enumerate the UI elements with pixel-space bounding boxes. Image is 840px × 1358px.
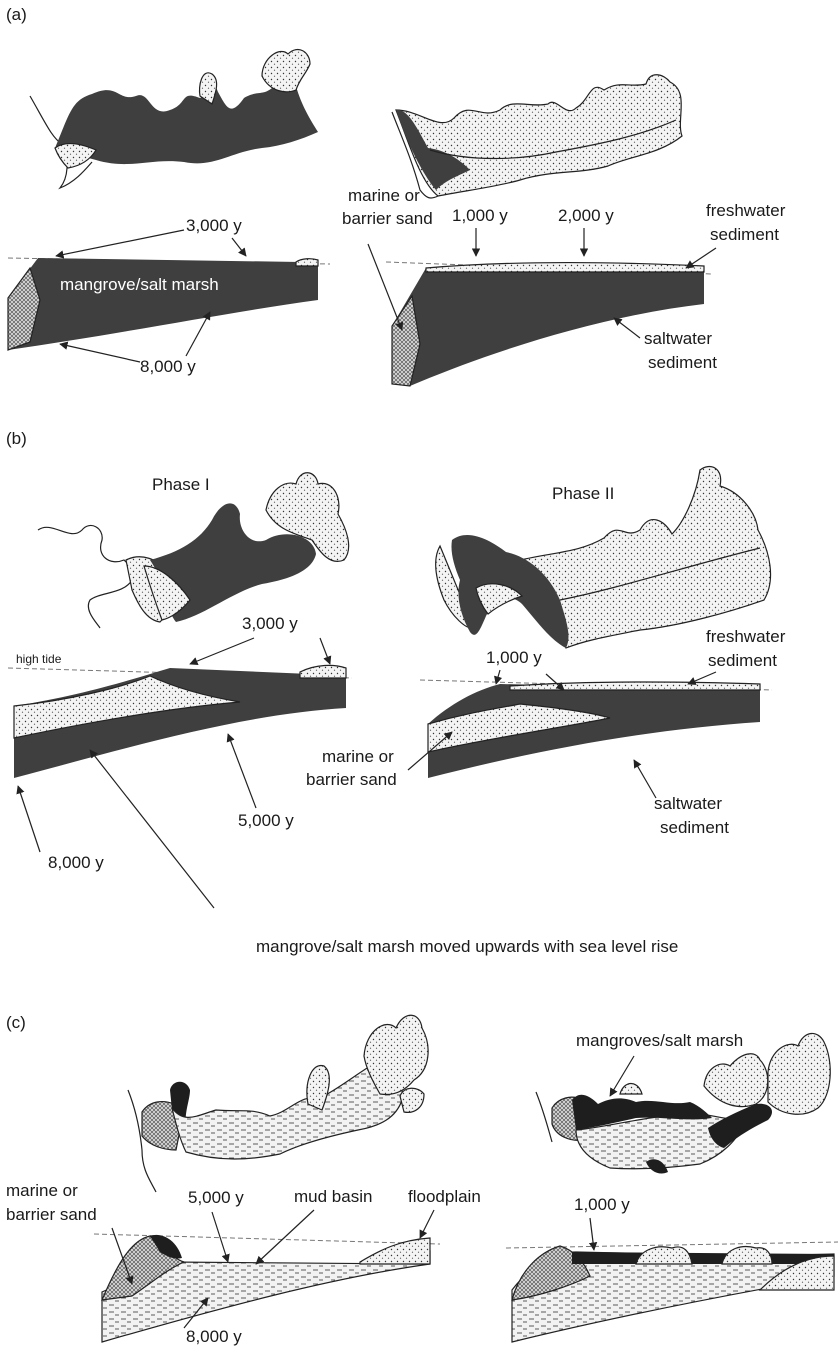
panel-a-section-left: mangrove/salt marsh 3,000 y 8,000 y [8, 216, 330, 376]
panel-c-map-right [536, 1033, 830, 1173]
marine-sand-label-c-1: marine or [6, 1181, 78, 1200]
phase-2-title: Phase II [552, 484, 614, 503]
high-tide-label: high tide [16, 652, 62, 666]
age-5000-label-c: 5,000 y [188, 1188, 244, 1207]
age-5000-label: 5,000 y [238, 811, 294, 830]
panel-c-map-left [128, 1015, 428, 1192]
age-1000-label-b: 1,000 y [486, 648, 542, 667]
mangrove-label: mangrove/salt marsh [60, 275, 219, 294]
freshwater-label-1: freshwater [706, 201, 786, 220]
marine-sand-label-1: marine or [348, 186, 420, 205]
phase-1-title: Phase I [152, 475, 210, 494]
age-3000-label: 3,000 y [186, 216, 242, 235]
saltwater-label-2: sediment [648, 353, 717, 372]
panel-a-letter: (a) [6, 5, 27, 24]
panel-a: (a) mangrove/salt marsh 3,000 y 8,000 y [6, 5, 786, 386]
mud-basin-label: mud basin [294, 1187, 372, 1206]
age-1000-label-c: 1,000 y [574, 1195, 630, 1214]
panel-c: (c) marine or barrier sand 5,000 y mud b… [6, 1013, 838, 1346]
marine-sand-label-b-2: barrier sand [306, 770, 397, 789]
panel-c-letter: (c) [6, 1013, 26, 1032]
floodplain-label: floodplain [408, 1187, 481, 1206]
age-8000-label-c: 8,000 y [186, 1327, 242, 1346]
age-3000-label-b: 3,000 y [242, 614, 298, 633]
panel-b-letter: (b) [6, 429, 27, 448]
freshwater-label-b-1: freshwater [706, 627, 786, 646]
panel-c-section-left: marine or barrier sand 5,000 y mud basin… [6, 1181, 481, 1346]
sea-level-caption: mangrove/salt marsh moved upwards with s… [256, 937, 678, 956]
freshwater-label-2: sediment [710, 225, 779, 244]
marine-sand-label-b-1: marine or [322, 747, 394, 766]
saltwater-label-b-2: sediment [660, 818, 729, 837]
age-8000-label-b: 8,000 y [48, 853, 104, 872]
panel-b: (b) Phase I Phase II high tide 3,000 y 5… [6, 429, 786, 956]
marine-sand-label-2: barrier sand [342, 209, 433, 228]
saltwater-label-1: saltwater [644, 329, 712, 348]
freshwater-label-b-2: sediment [708, 651, 777, 670]
saltwater-label-b-1: saltwater [654, 794, 722, 813]
age-2000-label: 2,000 y [558, 206, 614, 225]
panel-a-section-right: marine or barrier sand 1,000 y 2,000 y f… [342, 186, 786, 386]
marine-sand-label-c-2: barrier sand [6, 1205, 97, 1224]
age-1000-label: 1,000 y [452, 206, 508, 225]
panel-b-map-left [38, 473, 349, 628]
panel-a-map-left [30, 49, 318, 188]
age-8000-label: 8,000 y [140, 357, 196, 376]
mangroves-label-c: mangroves/salt marsh [576, 1031, 743, 1050]
panel-a-map-right [392, 75, 682, 198]
panel-b-section-right: 1,000 y freshwater sediment marine or ba… [306, 627, 786, 837]
mud-basin-map-region [172, 1060, 402, 1159]
